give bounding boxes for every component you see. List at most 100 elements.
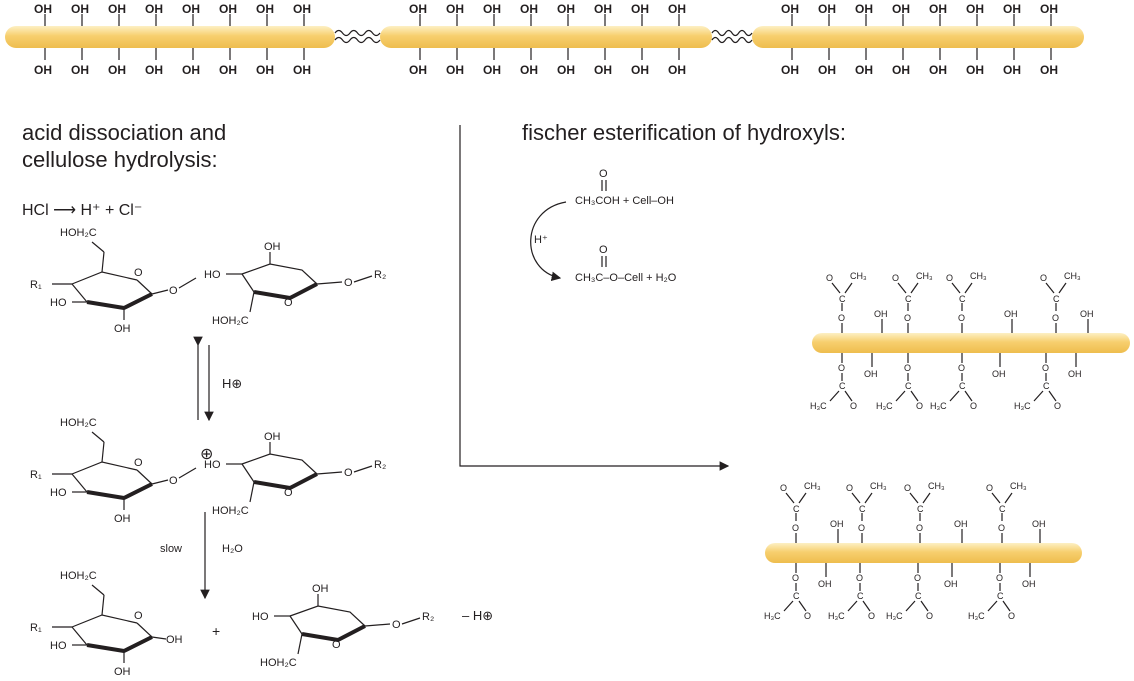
ring-oxygen-link: O [392, 619, 401, 631]
ester-o: O [958, 313, 965, 323]
hydroxyl-label-bottom: OH [818, 63, 836, 77]
carbonyl-o: O [868, 611, 875, 621]
glycosidic-oxygen: O [169, 475, 178, 487]
ring-r2: R₂ [374, 269, 386, 281]
ring-oh: OH [114, 666, 131, 678]
chain-break-squiggle [334, 36, 381, 44]
product-line: CH₃C–O–Cell + H₂O [575, 272, 677, 284]
hydroxyl-label-top: OH [219, 2, 237, 16]
ring-oh: OH [114, 323, 131, 335]
product-plus: + [212, 623, 220, 639]
carbonyl-o: O [1040, 273, 1047, 283]
cellulose-segment [380, 26, 712, 48]
cellulose-chain: OH OH OH OH OH OH OH OH OH OH OH OH OH OH OH OH OH OH OH OH… [5, 2, 1084, 77]
ester-o: O [996, 573, 1003, 583]
hydroxyl-label-top: OH [108, 2, 126, 16]
ester-o: O [838, 313, 845, 323]
hydroxyl-label-top: OH [781, 2, 799, 16]
ring-oxygen: O [134, 457, 143, 469]
hydroxyl-label: OH [944, 579, 958, 589]
ring-oh: OH [114, 513, 131, 525]
ring-ho: HO [50, 640, 67, 652]
methyl-ch3: CH₃ [804, 481, 821, 491]
ester-o: O [914, 573, 921, 583]
hydroxyl-label-top: OH [594, 2, 612, 16]
ester-o: O [856, 573, 863, 583]
anomeric-oh: OH [166, 634, 183, 646]
cellulose-acetate-rod [765, 543, 1082, 563]
hydroxyl-label: OH [864, 369, 878, 379]
methyl-ch3: CH₃ [870, 481, 887, 491]
hydroxyl-label-top: OH [818, 2, 836, 16]
ring-r1: R₁ [30, 622, 42, 634]
hydroxyl-label-top: OH [631, 2, 649, 16]
hydroxyl-label-top: OH [668, 2, 686, 16]
ester-c: C [917, 504, 924, 514]
ring-ho: HO [204, 269, 221, 281]
cellulose-segment [752, 26, 1084, 48]
hydroxyl-label-bottom: OH [1003, 63, 1021, 77]
hydroxyl-label-bottom: OH [108, 63, 126, 77]
carbonyl-o: O [986, 483, 993, 493]
ester-c: C [793, 504, 800, 514]
hydrolysis-heading-line1: acid dissociation and [22, 120, 227, 145]
ester-c: C [857, 591, 864, 601]
ester-c: C [915, 591, 922, 601]
ring-oh: OH [264, 431, 281, 443]
ester-o: O [904, 363, 911, 373]
hydroxyl-label-top: OH [71, 2, 89, 16]
hydroxyl-label-bottom: OH [966, 63, 984, 77]
ester-c: C [839, 294, 846, 304]
methyl-h3c: H₃C [930, 401, 947, 411]
hydroxyl-label-bottom: OH [34, 63, 52, 77]
ring-oh: OH [312, 583, 329, 595]
esterification-heading: fischer esterification of hydroxyls: [522, 120, 847, 145]
hydroxyl-label: OH [1032, 519, 1046, 529]
hydroxyl-label-top: OH [409, 2, 427, 16]
slow-label: slow [160, 543, 182, 555]
ester-o: O [1042, 363, 1049, 373]
methyl-ch3: CH₃ [850, 271, 867, 281]
methyl-h3c: H₃C [876, 401, 893, 411]
ring-r1: R₁ [30, 469, 42, 481]
hydroxyl-label-bottom: OH [483, 63, 501, 77]
hydroxyl-label-top: OH [483, 2, 501, 16]
ring-ho: HO [50, 487, 67, 499]
oxonium-charge: ⊕ [200, 446, 213, 463]
reactant-line: CH₃COH + Cell–OH [575, 195, 674, 207]
ester-c: C [997, 591, 1004, 601]
acid-dissociation-equation: HCl ⟶ H⁺ + Cl⁻ [22, 202, 143, 219]
hydroxyl-label-top: OH [182, 2, 200, 16]
methyl-ch3: CH₃ [970, 271, 987, 281]
ring-hoh2c: HOH₂C [60, 417, 97, 429]
hydroxyl-label-bottom: OH [1040, 63, 1058, 77]
ring-oxygen: O [134, 267, 143, 279]
hydroxyl-label-bottom: OH [409, 63, 427, 77]
hydroxyl-label-bottom: OH [631, 63, 649, 77]
equilibrium-arrows: H⊕ [193, 336, 242, 422]
hydroxyl-label-bottom: OH [71, 63, 89, 77]
process-arrow [459, 125, 730, 471]
ring-hoh2c: HOH₂C [212, 315, 249, 327]
hydroxyl-label-top: OH [557, 2, 575, 16]
methyl-h3c: H₃C [968, 611, 985, 621]
ring-r2: R₂ [374, 459, 386, 471]
hydroxyl-label-top: OH [892, 2, 910, 16]
hydroxyl-label-bottom: OH [557, 63, 575, 77]
ring-ho: HO [252, 611, 269, 623]
hydroxyl-label: OH [1068, 369, 1082, 379]
carbonyl-o: O [892, 273, 899, 283]
protonation-label: H⊕ [222, 376, 242, 391]
carbonyl-o: O [804, 611, 811, 621]
ring-r1: R₁ [30, 279, 42, 291]
hydroxyl-label-bottom: OH [929, 63, 947, 77]
carbonyl-o: O [780, 483, 787, 493]
hydroxyl-label: OH [818, 579, 832, 589]
carbonyl-o: O [846, 483, 853, 493]
methyl-ch3: CH₃ [916, 271, 933, 281]
hydroxyl-label-top: OH [929, 2, 947, 16]
